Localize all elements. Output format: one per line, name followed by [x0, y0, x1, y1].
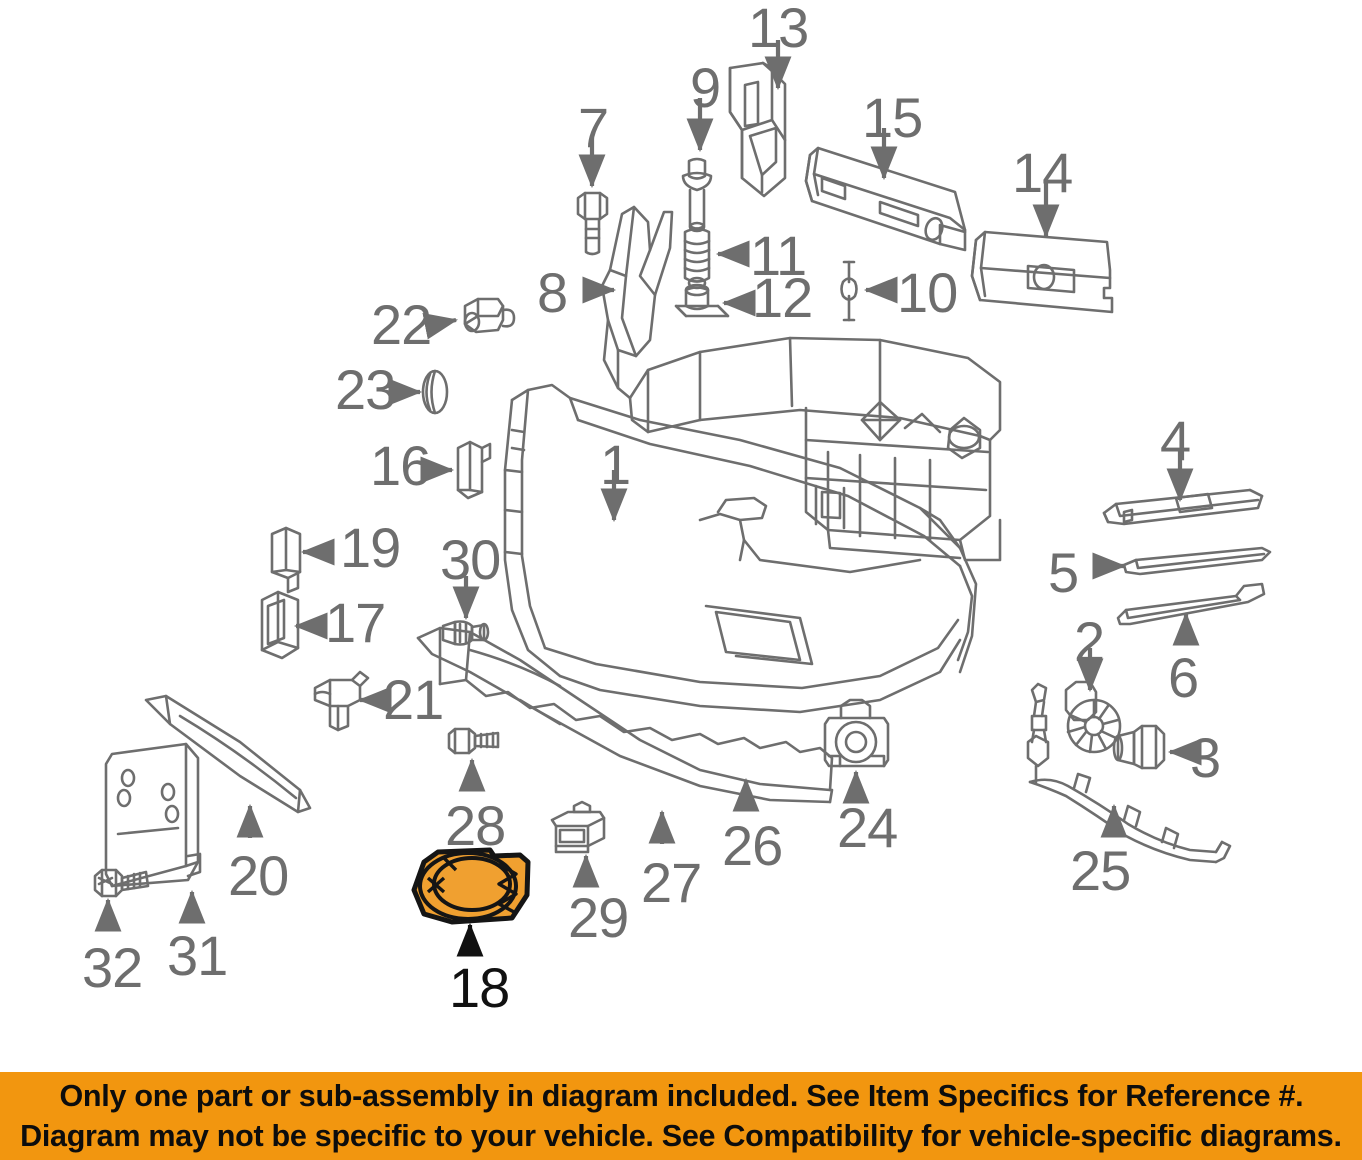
callout-number-29: 29 [568, 886, 629, 949]
callout-number-32: 32 [82, 936, 143, 999]
part-5-molding-strip [1122, 546, 1272, 576]
callout-number-17: 17 [325, 591, 386, 654]
callout-number-21: 21 [383, 668, 444, 731]
disclaimer-line-2: Diagram may not be specific to your vehi… [20, 1118, 1342, 1153]
part-29-clip-nut [550, 800, 606, 854]
part-20-valance-molding [144, 694, 312, 814]
part-18-fog-light-bezel [411, 847, 531, 925]
part-14-energy-absorber [970, 230, 1114, 314]
callout-number-27: 27 [641, 851, 702, 914]
callout-number-12: 12 [752, 266, 813, 329]
callout-number-23: 23 [335, 358, 396, 421]
callout-number-11: 11 [750, 224, 807, 287]
callout-number-20: 20 [228, 844, 289, 907]
part-1-bumper-cover [503, 383, 978, 714]
callout-number-6: 6 [1168, 646, 1199, 709]
part-10-pin-clip [840, 260, 858, 322]
callout-number-5: 5 [1048, 541, 1079, 604]
disclaimer-banner: Only one part or sub-assembly in diagram… [0, 1072, 1362, 1160]
part-23-retainer-ring [421, 369, 449, 415]
callout-number-3: 3 [1190, 726, 1221, 789]
part-12-nut-retainer [674, 283, 730, 318]
part-4-upper-molding [1102, 488, 1264, 526]
callout-number-30: 30 [440, 528, 501, 591]
callout-number-2: 2 [1074, 610, 1105, 673]
callout-number-18: 18 [449, 956, 510, 1019]
callout-number-13: 13 [748, 0, 809, 59]
callout-number-10: 10 [897, 261, 958, 324]
part-31-license-bracket [104, 742, 202, 888]
callout-number-1: 1 [600, 433, 631, 496]
part-32-license-screw [93, 868, 150, 898]
callout-number-8: 8 [537, 261, 568, 324]
callout-number-16: 16 [370, 434, 431, 497]
part-2-horn [1064, 680, 1122, 754]
part-6-molding-strip [1116, 582, 1266, 626]
callout-number-22: 22 [371, 293, 432, 356]
part-15-reinforcement-bar [804, 146, 967, 252]
callout-number-25: 25 [1070, 839, 1131, 902]
part-7-bolt [576, 191, 609, 256]
callout-number-26: 26 [722, 814, 783, 877]
leader-22 [422, 312, 459, 340]
disclaimer-line-1: Only one part or sub-assembly in diagram… [59, 1078, 1303, 1113]
part-22-park-sensor [463, 297, 516, 334]
callout-number-24: 24 [837, 796, 898, 859]
callout-number-31: 31 [167, 924, 228, 987]
part-19-retainer-clip [270, 526, 302, 594]
part-11-grommet [683, 227, 711, 290]
callout-number-19: 19 [340, 516, 401, 579]
part-30-screw-grommet [441, 620, 490, 646]
part-9-push-pin [681, 157, 713, 233]
part-16-retainer-clip [456, 440, 492, 500]
callout-number-14: 14 [1012, 141, 1073, 204]
part-8-front-end-support [600, 205, 1002, 562]
part-27-26-lower-deflector [416, 626, 834, 804]
callout-number-28: 28 [445, 794, 506, 857]
part-17-bracket-clip [260, 590, 300, 660]
part-3-horn-bolt [1112, 724, 1166, 770]
part-28-screw [447, 727, 500, 755]
callout-number-7: 7 [578, 96, 609, 159]
part-24-fog-lamp [823, 698, 890, 768]
callout-number-4: 4 [1160, 409, 1191, 472]
callout-number-9: 9 [690, 56, 721, 119]
callout-number-15: 15 [862, 86, 923, 149]
